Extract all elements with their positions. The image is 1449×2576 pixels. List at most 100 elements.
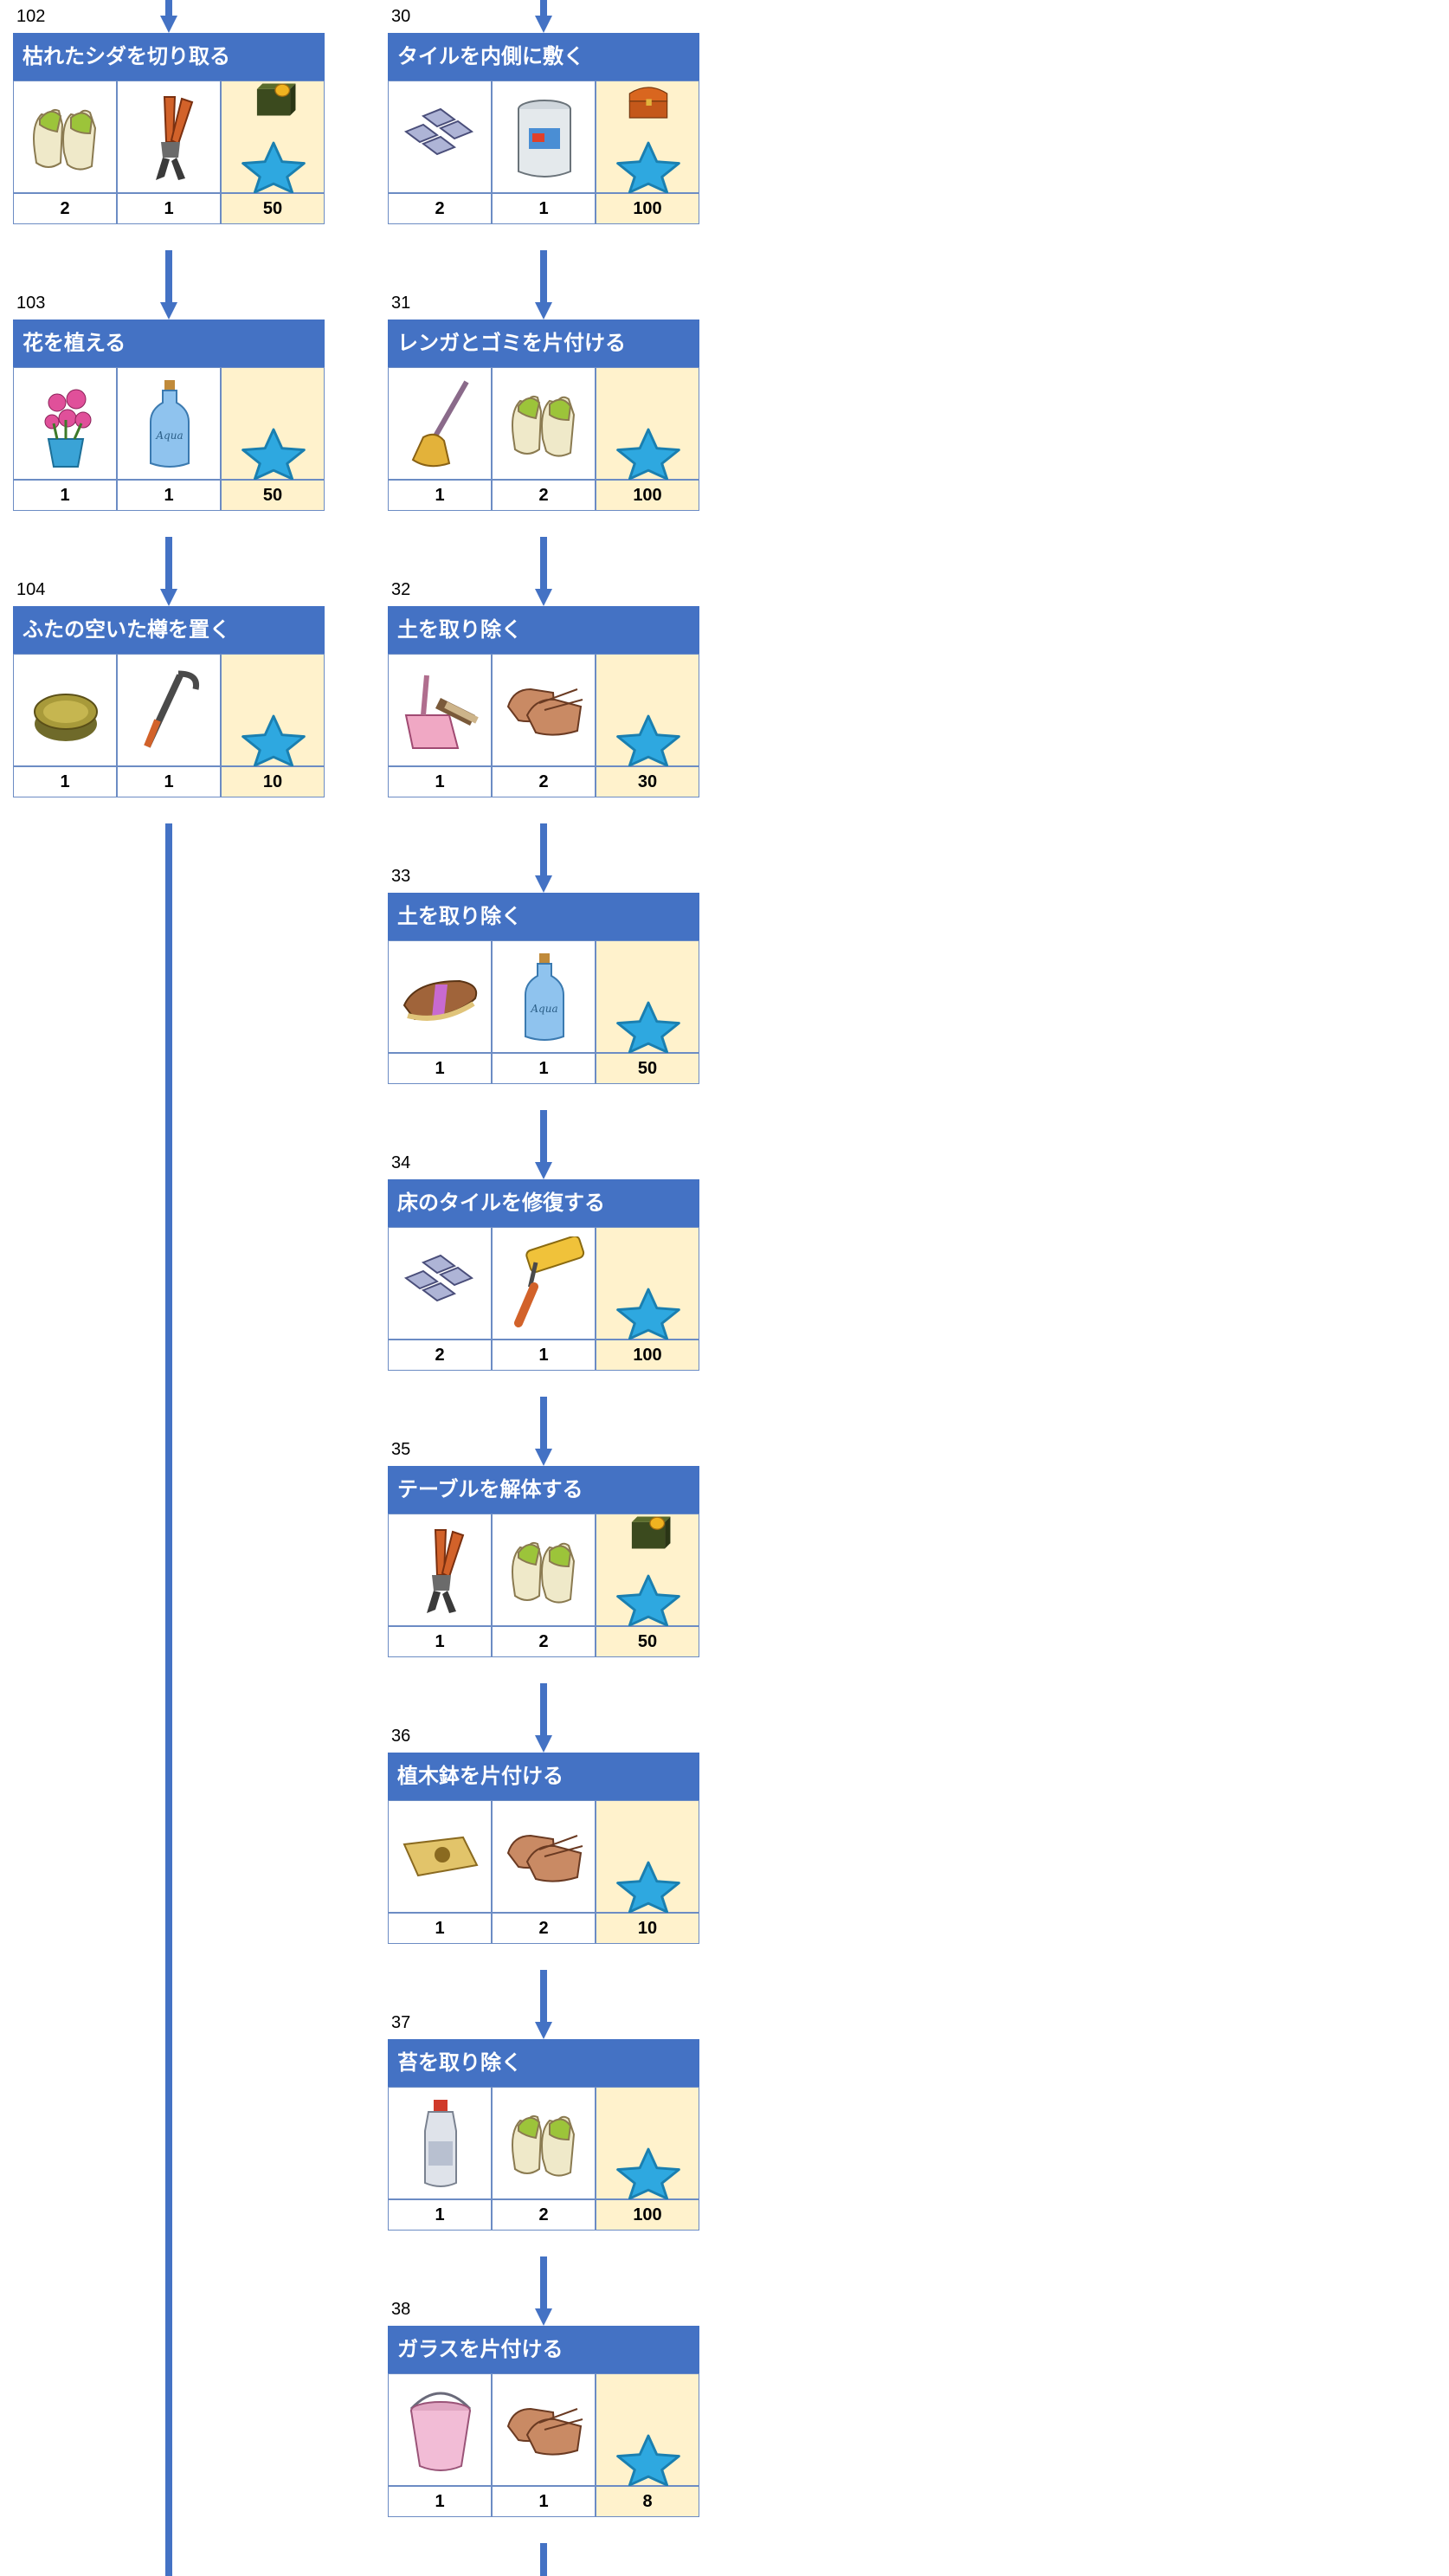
tool-cell xyxy=(388,1800,492,1913)
reward-cell xyxy=(596,81,699,194)
task-title: 枯れたシダを切り取る xyxy=(13,33,325,81)
tool-cell xyxy=(492,1514,596,1626)
tool-count: 1 xyxy=(388,480,492,511)
task-title: レンガとゴミを片付ける xyxy=(388,320,699,367)
reward-cell xyxy=(221,81,325,194)
barrel-icon xyxy=(23,663,109,759)
paint-can-icon xyxy=(501,90,588,185)
tool-count: 1 xyxy=(388,766,492,797)
water-bottle-icon: Aqua xyxy=(126,377,213,472)
step-number: 35 xyxy=(391,1440,411,1459)
tool-count: 1 xyxy=(388,1053,492,1084)
tool-cell xyxy=(492,367,596,480)
tool-cell xyxy=(388,940,492,1053)
tool-count: 1 xyxy=(13,480,117,511)
tool-count: 2 xyxy=(492,1626,596,1657)
scrub-brush-icon xyxy=(397,950,484,1045)
water-bottle-icon: Aqua xyxy=(501,950,588,1045)
flow-arrow xyxy=(165,537,172,591)
step-number: 34 xyxy=(391,1153,411,1172)
leather-gloves-icon xyxy=(501,663,588,759)
tool-count: 1 xyxy=(492,1340,596,1371)
blue-star-icon xyxy=(605,387,692,481)
step-number: 33 xyxy=(391,867,411,886)
tool-count: 2 xyxy=(13,193,117,224)
flow-arrow xyxy=(540,1970,547,2024)
gloves-icon xyxy=(501,2096,588,2192)
tool-cell xyxy=(388,367,492,480)
reward-cell xyxy=(596,2087,699,2200)
treasure-chest-icon xyxy=(614,81,683,142)
paint-roller-icon xyxy=(501,1235,588,1332)
flow-arrow xyxy=(540,1110,547,1164)
tool-cell xyxy=(492,2373,596,2486)
flow-arrow-in xyxy=(165,0,172,17)
tiles-icon xyxy=(397,90,484,185)
flow-arrow-head xyxy=(535,2308,552,2326)
pruning-shears-icon xyxy=(126,90,213,185)
crowbar-icon xyxy=(126,663,213,759)
blue-star-icon xyxy=(230,387,317,481)
step-number: 37 xyxy=(391,2013,411,2032)
task-title: ガラスを片付ける xyxy=(388,2326,699,2373)
task-title: 土を取り除く xyxy=(388,893,699,940)
tool-cell xyxy=(492,1800,596,1913)
task-title: 植木鉢を片付ける xyxy=(388,1753,699,1800)
task-title: 土を取り除く xyxy=(388,606,699,654)
leather-gloves-icon xyxy=(501,1810,588,1905)
flow-arrow-in-head xyxy=(535,16,552,33)
tool-cell xyxy=(388,1227,492,1340)
reward-cell xyxy=(596,940,699,1054)
flow-line-out xyxy=(540,2543,547,2576)
tool-count: 1 xyxy=(388,2199,492,2231)
tool-count: 1 xyxy=(388,2486,492,2517)
tool-count: 1 xyxy=(117,766,221,797)
tool-cell xyxy=(117,654,221,766)
tool-count: 2 xyxy=(492,766,596,797)
flow-arrow xyxy=(540,250,547,304)
tool-cell xyxy=(13,81,117,193)
gloves-icon xyxy=(501,1523,588,1618)
tool-count: 1 xyxy=(13,766,117,797)
flow-arrow-head xyxy=(535,1735,552,1753)
tool-count: 1 xyxy=(117,480,221,511)
blue-star-icon xyxy=(230,674,317,767)
leather-gloves-icon xyxy=(501,2383,588,2478)
blue-star-icon xyxy=(605,2393,692,2487)
tool-cell: Aqua xyxy=(492,940,596,1053)
step-number: 102 xyxy=(16,7,46,26)
blue-star-icon xyxy=(605,1820,692,1914)
step-number: 31 xyxy=(391,294,411,313)
tool-count: 2 xyxy=(492,480,596,511)
blue-star-icon xyxy=(230,100,317,194)
reward-value: 50 xyxy=(596,1626,699,1657)
tool-cell: Aqua xyxy=(117,367,221,480)
task-title: 花を植える xyxy=(13,320,325,367)
flow-arrow-head xyxy=(535,1162,552,1179)
blue-star-icon xyxy=(605,674,692,767)
tool-cell xyxy=(388,81,492,193)
flow-arrow xyxy=(540,537,547,591)
step-number: 30 xyxy=(391,7,411,26)
reward-cell xyxy=(596,1514,699,1627)
task-title: タイルを内側に敷く xyxy=(388,33,699,81)
task-title: ふたの空いた樽を置く xyxy=(13,606,325,654)
tool-cell xyxy=(388,654,492,766)
blue-star-icon xyxy=(605,1533,692,1627)
task-title: 苔を取り除く xyxy=(388,2039,699,2087)
potted-flower-icon xyxy=(23,377,109,472)
tool-cell xyxy=(13,367,117,480)
step-number: 32 xyxy=(391,580,411,599)
step-number: 36 xyxy=(391,1727,411,1746)
tool-count: 1 xyxy=(388,1626,492,1657)
flow-arrow xyxy=(540,1397,547,1450)
flow-arrow-head xyxy=(535,589,552,606)
